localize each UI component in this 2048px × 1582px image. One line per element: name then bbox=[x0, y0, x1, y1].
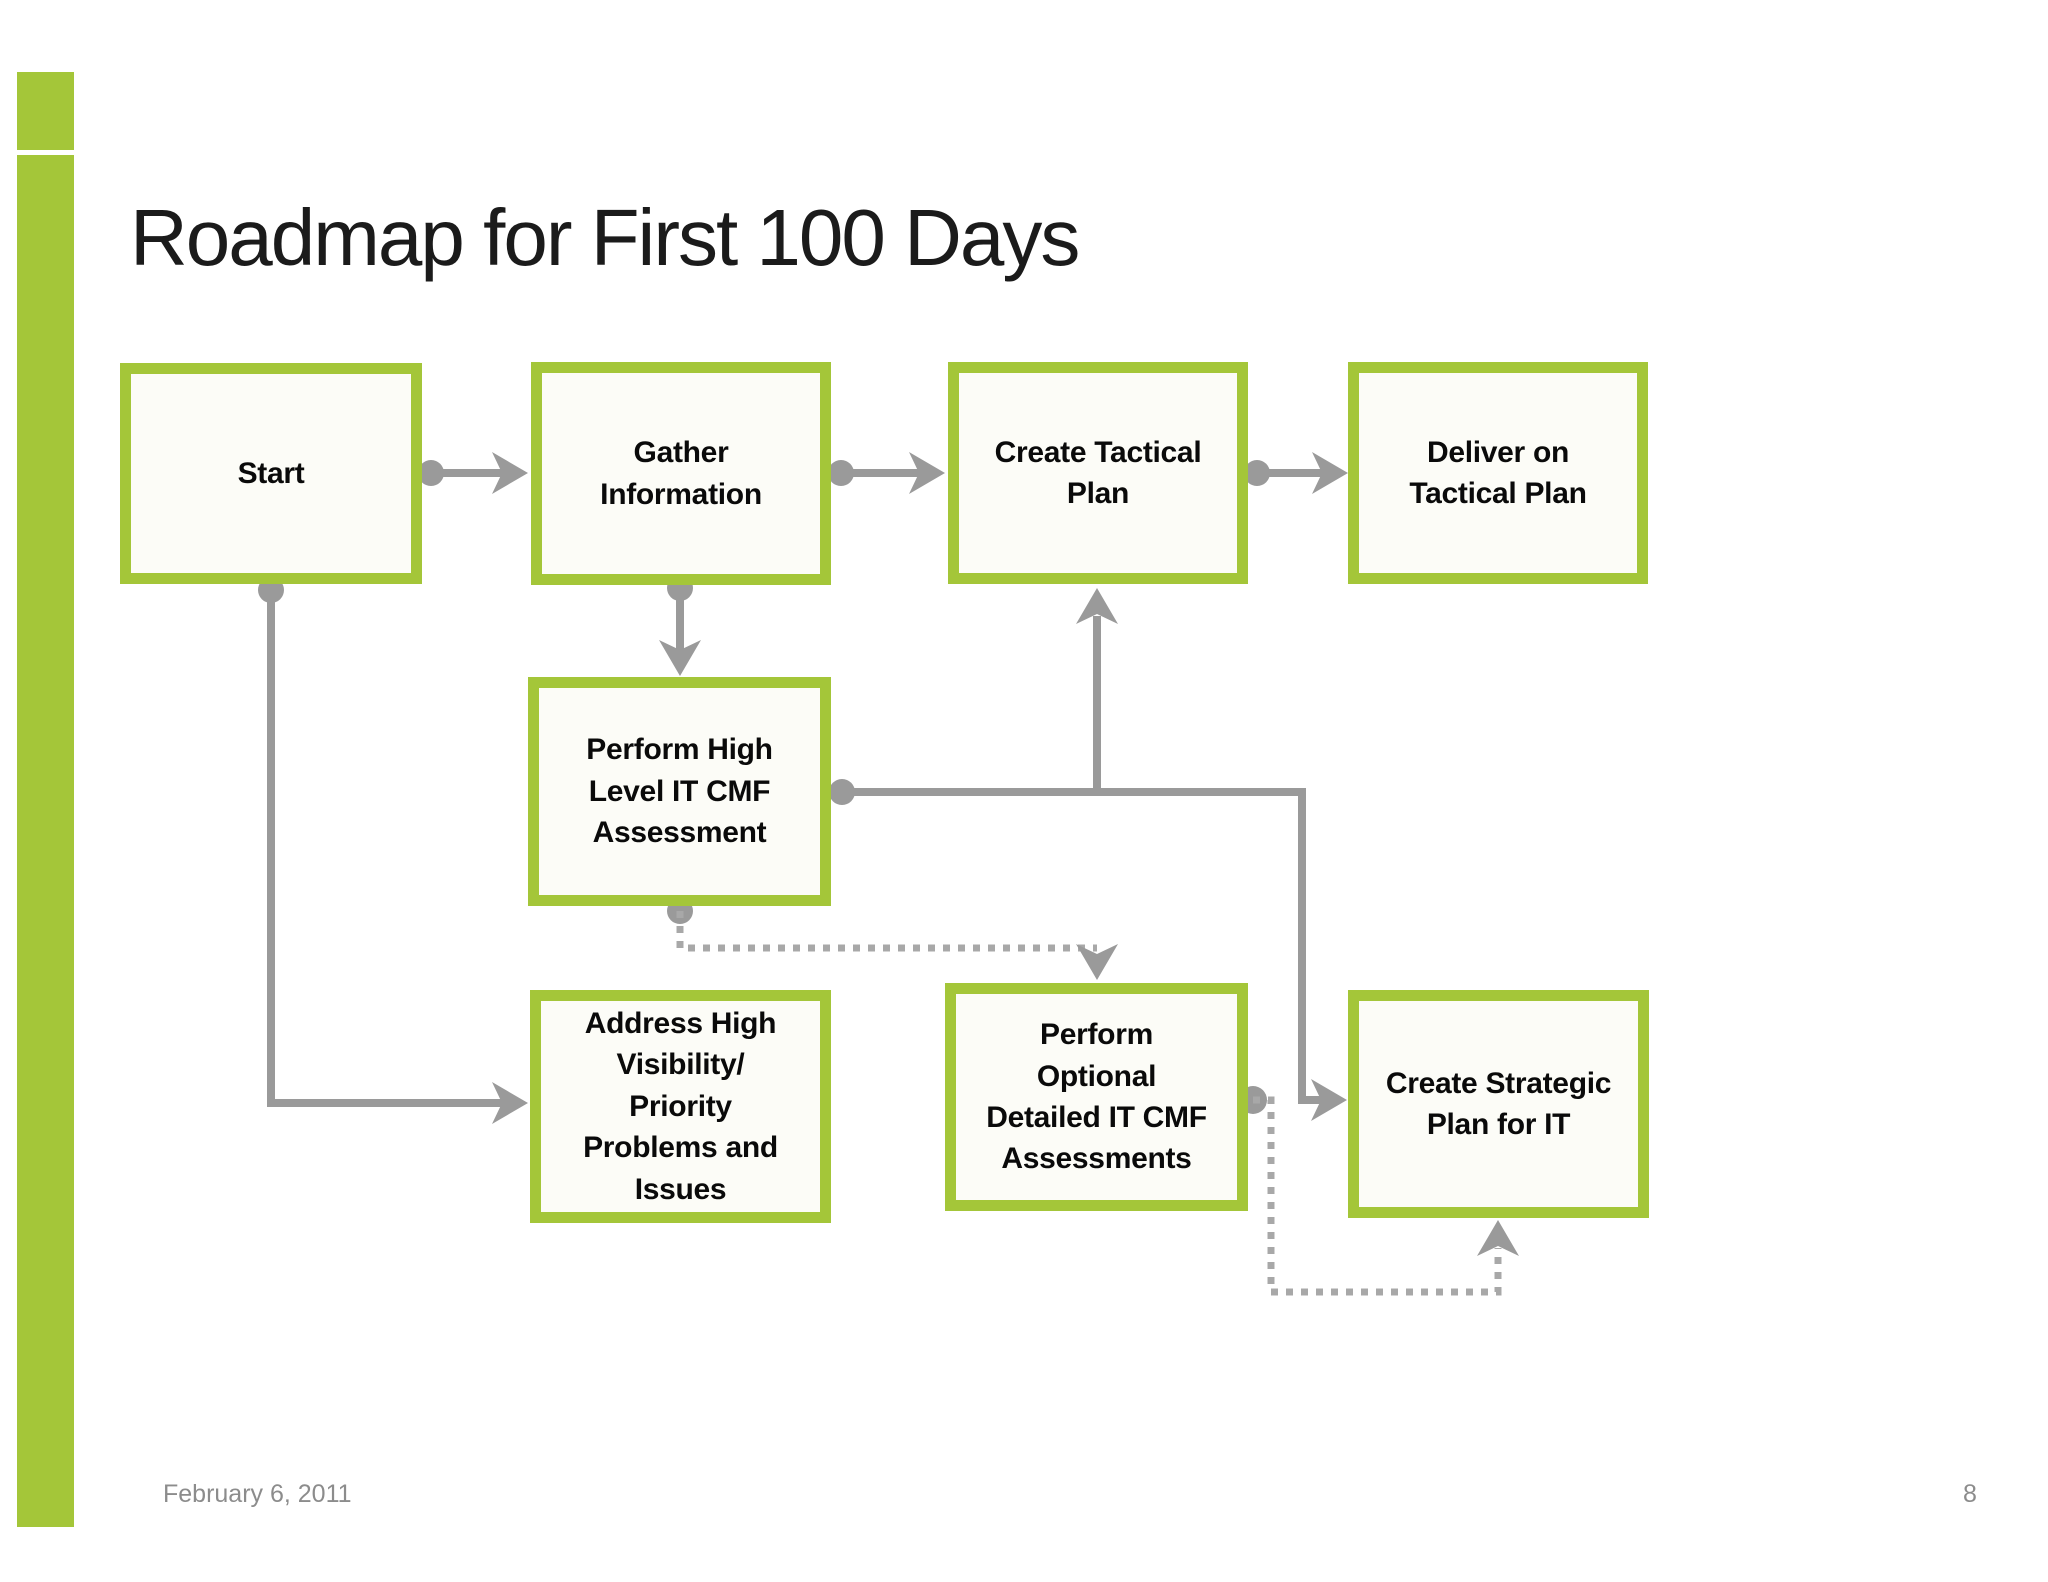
flowchart-node-start: Start bbox=[120, 363, 422, 584]
connector-start-to-address bbox=[258, 577, 528, 1124]
accent-bar-top bbox=[17, 72, 74, 150]
connector-perform-high-to-perform-optional-dotted bbox=[667, 898, 1118, 980]
connector-perform-high-to-strategic bbox=[829, 779, 1347, 1121]
footer-date: February 6, 2011 bbox=[163, 1480, 352, 1508]
flowchart-node-address-high-visibility-priority-problems-and-issues: Address High Visibility/ Priority Proble… bbox=[530, 990, 831, 1223]
flowchart-node-deliver-on-tactical-plan: Deliver on Tactical Plan bbox=[1348, 362, 1648, 584]
connector-start-to-gather bbox=[418, 452, 528, 494]
flowchart-node-perform-high-level-it-cmf-assessment: Perform High Level IT CMF Assessment bbox=[528, 677, 831, 906]
accent-bar-side bbox=[17, 155, 74, 1527]
flowchart-node-create-strategic-plan-for-it: Create Strategic Plan for IT bbox=[1348, 990, 1649, 1218]
connector-gather-to-perform-high bbox=[659, 575, 701, 676]
connector-tactical-to-deliver bbox=[1244, 452, 1348, 494]
flowchart-node-create-tactical-plan: Create Tactical Plan bbox=[948, 362, 1248, 584]
flowchart-node-gather-information: Gather Information bbox=[531, 362, 831, 585]
connector-gather-to-tactical bbox=[828, 452, 945, 494]
slide-title: Roadmap for First 100 Days bbox=[130, 193, 1080, 282]
page-number: 8 bbox=[1963, 1480, 1977, 1508]
flowchart-node-perform-optional-detailed-it-cmf-assessments: Perform Optional Detailed IT CMF Assessm… bbox=[945, 983, 1248, 1211]
connector-perform-high-to-tactical bbox=[1076, 588, 1118, 792]
